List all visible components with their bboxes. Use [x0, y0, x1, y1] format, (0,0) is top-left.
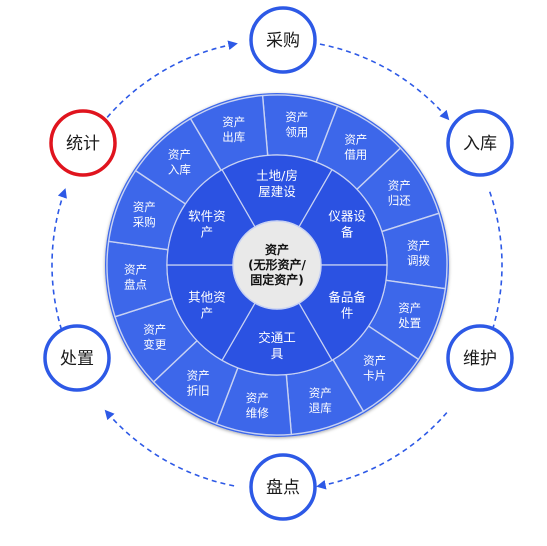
outer-sector-label-line: 资产 [143, 322, 166, 336]
outer-sector-label-line: 借用 [344, 147, 367, 161]
inner-sector-label-line: 件 [341, 305, 354, 320]
outer-sector-label-line: 采购 [133, 214, 156, 228]
inner-sector-label: 备品备件 [328, 289, 366, 320]
outer-sector-label: 资产卡片 [363, 353, 386, 382]
cycle-node-circle [49, 109, 117, 177]
cycle-node: 采购 [249, 6, 317, 74]
center-label: 资产(无形资产/固定资产) [248, 242, 306, 287]
cycle-node-label: 采购 [266, 31, 300, 51]
outer-sector-label-line: 资产 [398, 301, 421, 315]
inner-sector-label-line: 其他资 [188, 289, 226, 304]
inner-sector-label-line: 产 [201, 224, 214, 239]
cycle-node-circle [446, 109, 514, 177]
cycle-arrow [319, 43, 450, 121]
outer-sector-label-line: 资产 [388, 178, 411, 192]
center-label-line: 固定资产) [250, 272, 304, 287]
cycle-arrow [316, 412, 448, 490]
outer-sector-label-line: 资产 [222, 115, 245, 129]
asset-wheel: 资产领用资产借用资产归还资产调拨资产处置资产卡片资产退库资产维修资产折旧资产变更… [105, 93, 449, 437]
inner-sector-label-line: 产 [201, 305, 214, 320]
cycle-node: 统计 [49, 109, 117, 177]
outer-sector-label-line: 资产 [363, 353, 386, 367]
outer-sector-label-line: 处置 [398, 316, 421, 330]
cycle-node-label: 入库 [463, 134, 497, 154]
inner-sector-label-line: 仪器设 [328, 208, 366, 223]
outer-sector-label-line: 出库 [222, 130, 245, 144]
cycle-node-label: 处置 [60, 349, 94, 369]
cycle-node-circle [43, 324, 111, 392]
cycle-arrow [106, 40, 238, 118]
outer-sector-label: 资产退库 [309, 385, 332, 414]
outer-sector-label: 资产出库 [222, 115, 245, 144]
cycle-node: 盘点 [249, 453, 317, 521]
inner-sector-label-line: 交通工 [258, 330, 296, 345]
outer-sector-label-line: 资产 [133, 199, 156, 213]
outer-sector-label-line: 变更 [143, 337, 166, 351]
outer-sector-label-line: 资产 [344, 132, 367, 146]
cycle-node-label: 盘点 [266, 478, 300, 498]
inner-sector-label: 交通工具 [258, 330, 296, 361]
outer-sector-label-line: 卡片 [363, 368, 386, 382]
outer-sector-label-line: 入库 [168, 162, 191, 176]
inner-sector-label-line: 土地/房 [256, 168, 298, 183]
inner-sector-label-line: 备品备 [328, 289, 366, 304]
cycle-node: 维护 [446, 324, 514, 392]
cycle-node-circle [446, 324, 514, 392]
outer-sector-label: 资产折旧 [187, 368, 210, 397]
outer-sector-label-line: 资产 [285, 109, 308, 123]
cycle-node-label: 维护 [463, 349, 497, 369]
inner-sector-label: 土地/房屋建设 [256, 168, 298, 199]
cycle-arrow [104, 409, 235, 487]
center-circle [232, 220, 322, 310]
outer-sector-label-line: 资产 [124, 262, 147, 276]
cycle-arrows [51, 40, 503, 490]
outer-sector-label-line: 资产 [407, 238, 430, 252]
center-label-line: (无形资产/ [248, 257, 306, 272]
inner-sector-label-line: 软件资 [188, 208, 226, 223]
inner-sector-label-line: 备 [341, 224, 354, 239]
inner-sector-label: 仪器设备 [328, 208, 366, 239]
cycle-arrow [487, 191, 503, 342]
outer-sector-label-line: 资产 [168, 147, 191, 161]
outer-sector-label-line: 资产 [246, 391, 269, 405]
outer-sector-label: 资产处置 [398, 301, 421, 330]
outer-sector-label-line: 调拨 [407, 253, 430, 267]
outer-sector-label: 资产借用 [344, 132, 367, 161]
outer-sector-label-line: 维修 [246, 406, 269, 420]
cycle-node-label: 统计 [66, 134, 100, 154]
outer-sector-label-line: 退库 [309, 400, 332, 414]
outer-sector-label: 资产采购 [133, 199, 156, 228]
center-label-line: 资产 [265, 242, 289, 257]
inner-sector-label: 软件资产 [188, 208, 226, 239]
cycle-node: 处置 [43, 324, 111, 392]
outer-sector-label: 资产入库 [168, 147, 191, 176]
inner-sector-label: 其他资产 [188, 289, 226, 320]
outer-sector-label-line: 领用 [285, 124, 308, 138]
outer-sector-label: 资产调拨 [407, 238, 430, 267]
outer-sector-label-line: 归还 [388, 193, 411, 207]
outer-sector-label: 资产变更 [143, 322, 166, 351]
cycle-arrow [51, 188, 67, 339]
cycle-node: 入库 [446, 109, 514, 177]
outer-sector-label: 资产盘点 [124, 262, 147, 291]
cycle-node-circle [249, 6, 317, 74]
inner-sector-label-line: 屋建设 [258, 184, 296, 199]
cycle-node-circle [249, 453, 317, 521]
outer-sector-label-line: 资产 [309, 385, 332, 399]
outer-sector-label: 资产维修 [246, 391, 269, 420]
outer-sector-label: 资产归还 [388, 178, 411, 207]
inner-sector-label-line: 具 [271, 346, 284, 361]
outer-sector-label-line: 盘点 [124, 277, 147, 291]
outer-sector-label-line: 资产 [187, 368, 210, 382]
outer-sector-label-line: 折旧 [187, 383, 210, 397]
outer-sector-label: 资产领用 [285, 109, 308, 138]
